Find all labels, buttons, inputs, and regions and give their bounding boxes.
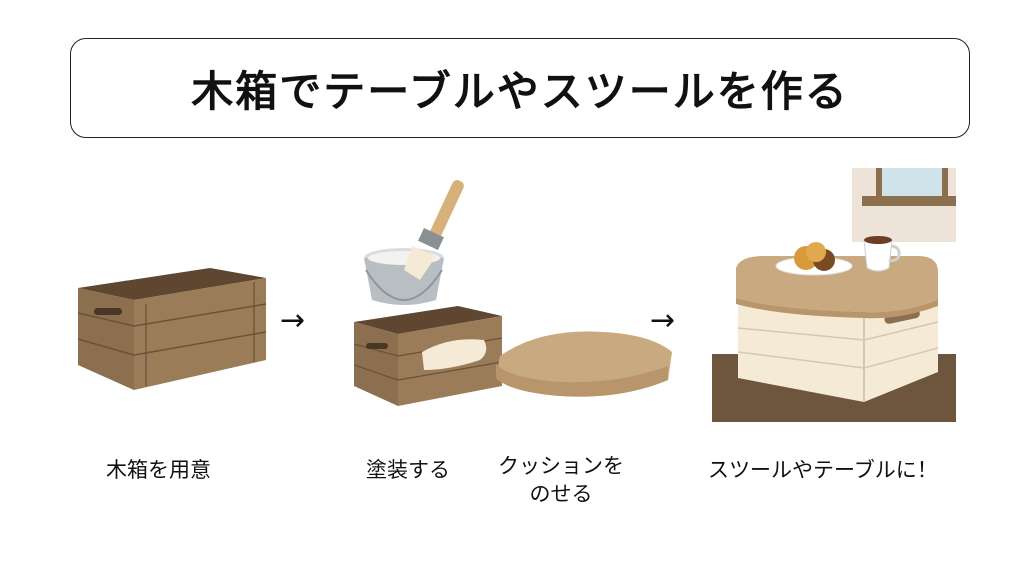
step-3-label-line-1: クッションを	[498, 454, 624, 478]
painting-crate-icon	[353, 306, 503, 406]
window-icon	[852, 168, 956, 242]
step-3-label: クッションを のせる	[498, 452, 624, 508]
stool-icon	[736, 256, 939, 402]
step-1-label: 木箱を用意	[106, 458, 211, 482]
page-title: 木箱でテーブルやスツールを作る	[191, 66, 849, 116]
cushion-icon	[496, 331, 672, 397]
cookie-plate-icon	[775, 242, 853, 276]
arrow-1: →	[280, 303, 306, 338]
coffee-cup-icon	[863, 236, 901, 272]
paintbrush-icon	[404, 180, 464, 280]
title-box: 木箱でテーブルやスツールを作る	[70, 38, 970, 138]
wooden-crate-icon	[77, 268, 267, 390]
arrow-2: →	[650, 303, 676, 338]
step-2-label: 塗装する	[366, 458, 450, 482]
step-4-label: スツールやテーブルに！	[708, 458, 938, 482]
step-3-label-line-2: のせる	[529, 482, 593, 506]
